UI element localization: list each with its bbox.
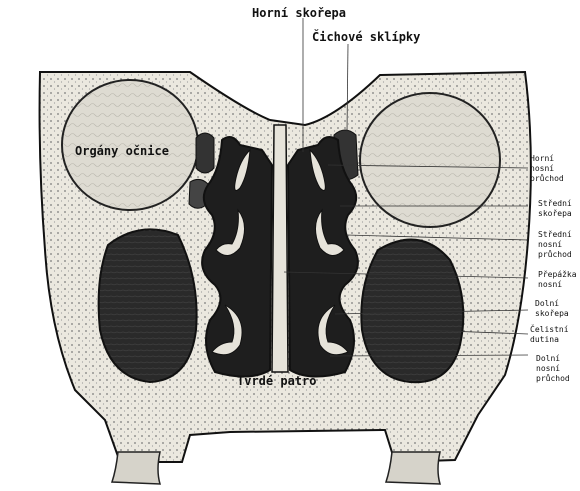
label-stredni-nosni-pruchod: Střední nosní průchod bbox=[538, 230, 572, 260]
nasal-septum bbox=[272, 125, 288, 372]
label-dolni-skorepa: Dolní skořepa bbox=[535, 299, 569, 319]
right-maxillary-sinus bbox=[361, 240, 463, 383]
label-stredni-skorepa: Střední skořepa bbox=[538, 199, 572, 219]
right-tooth bbox=[386, 452, 440, 484]
label-tvrde-patro: Tvrdé patro bbox=[237, 375, 316, 387]
label-prepazka-nosni: Přepážka nosní bbox=[538, 270, 577, 290]
left-maxillary-sinus bbox=[99, 229, 197, 382]
right-orbit bbox=[360, 93, 500, 227]
label-organy-ocnice: Orgány očnice bbox=[75, 145, 169, 157]
label-celistni-dutina: Čelistní dutina bbox=[530, 325, 569, 345]
label-dolni-nosni-pruchod: Dolní nosní průchod bbox=[536, 354, 570, 384]
label-horni-skorepa: Horní skořepa bbox=[252, 7, 346, 19]
label-horni-nosni-pruchod: Horní nosní průchod bbox=[530, 154, 564, 184]
left-tooth bbox=[112, 452, 160, 484]
ethmoid-cells-left bbox=[196, 133, 214, 173]
label-cichove-sklipky: Čichové sklípky bbox=[312, 31, 420, 43]
